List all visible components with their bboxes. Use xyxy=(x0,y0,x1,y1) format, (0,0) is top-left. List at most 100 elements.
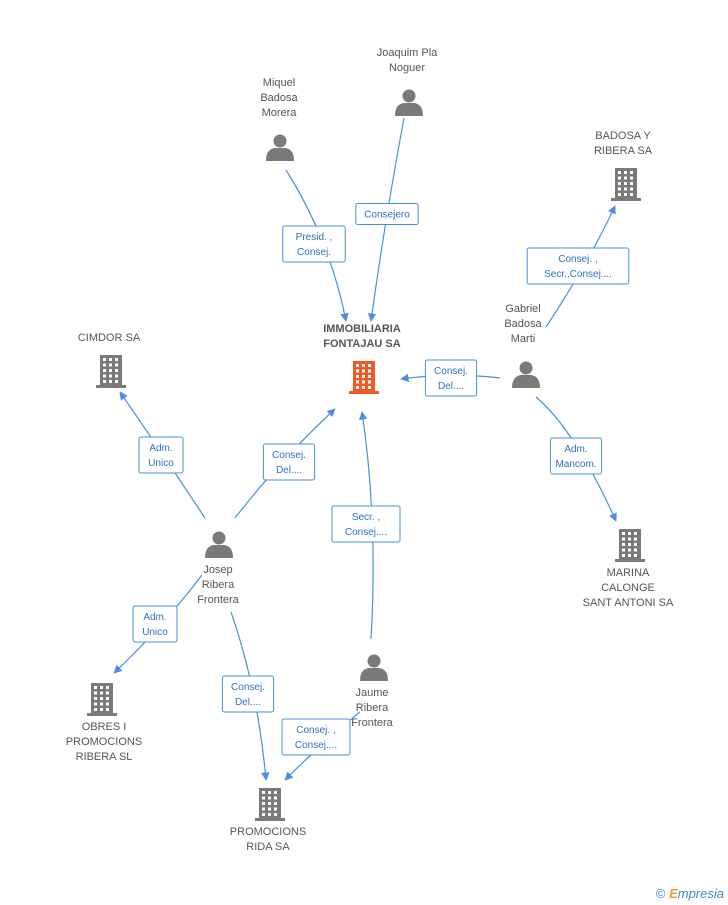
relation-label-box xyxy=(281,718,351,756)
node-immobiliaria[interactable]: IMMOBILIARIA FONTAJAU SA xyxy=(323,323,401,394)
relation-label[interactable]: Consej. Del.... xyxy=(424,359,478,397)
building-icon[interactable] xyxy=(96,355,126,388)
node-label: Frontera xyxy=(351,717,393,729)
node-obres[interactable]: OBRES I PROMOCIONS RIBERA SL xyxy=(66,683,142,763)
relation-label-text: Del.... xyxy=(235,697,261,708)
node-label: SANT ANTONI SA xyxy=(583,597,674,609)
relation-label[interactable]: Consejero xyxy=(355,203,419,225)
node-label: PROMOCIONS xyxy=(66,736,142,748)
relation-label-text: Consej. , xyxy=(296,725,335,736)
building-icon[interactable] xyxy=(87,683,117,716)
relation-label[interactable]: Consej. , Secr.,Consej.... xyxy=(526,247,630,285)
node-label: RIBERA SL xyxy=(76,751,133,763)
node-marina[interactable]: MARINA CALONGE SANT ANTONI SA xyxy=(583,529,674,609)
edge-josep-to-immobiliaria: Consej. Del.... xyxy=(234,408,336,519)
relation-label-text: Secr. , xyxy=(352,512,380,523)
relation-label[interactable]: Consej. , Consej.... xyxy=(281,718,351,756)
relation-label-text: Consej. , xyxy=(558,254,597,265)
edge-jaume-to-promocions_rida: Consej. , Consej.... xyxy=(281,711,361,781)
person-icon[interactable] xyxy=(360,654,388,682)
node-label: IMMOBILIARIA xyxy=(323,323,401,335)
relation-label[interactable]: Consej. Del.... xyxy=(262,443,316,481)
relation-label-box xyxy=(424,359,478,397)
person-icon[interactable] xyxy=(266,134,294,162)
relation-label-box xyxy=(526,247,630,285)
relation-label[interactable]: Secr. , Consej.... xyxy=(331,505,401,543)
building-icon[interactable] xyxy=(255,788,285,821)
brand-logo-initial: E xyxy=(669,886,678,901)
person-icon[interactable] xyxy=(205,531,233,559)
relation-label-box xyxy=(331,505,401,543)
person-icon[interactable] xyxy=(395,89,423,117)
node-label: Josep xyxy=(203,564,232,576)
node-label: RIDA SA xyxy=(246,841,290,853)
relation-label-box xyxy=(282,225,346,263)
node-label: Gabriel xyxy=(505,303,540,315)
node-label: RIBERA SA xyxy=(594,145,653,157)
node-label: Morera xyxy=(262,107,298,119)
relation-label-text: Consej. xyxy=(434,366,468,377)
edge-gabriel-to-badosa_ribera: Consej. , Secr.,Consej.... xyxy=(526,205,630,328)
building-icon[interactable] xyxy=(611,168,641,201)
edge-miquel-to-immobiliaria: Presid. ,Consej. xyxy=(282,169,349,322)
edge-jaume-to-immobiliaria: Secr. , Consej.... xyxy=(331,411,401,640)
node-cimdor[interactable]: CIMDOR SA xyxy=(78,332,141,388)
relation-label-text: Adm. xyxy=(149,443,172,454)
node-label: BADOSA Y xyxy=(595,130,651,142)
relation-label-text: Del.... xyxy=(438,381,464,392)
building-icon[interactable] xyxy=(615,529,645,562)
relation-label-box xyxy=(355,203,419,225)
relation-label-box xyxy=(221,675,275,713)
relation-label-text: Presid. , xyxy=(296,232,333,243)
relation-label-box xyxy=(262,443,316,481)
node-label: OBRES I xyxy=(82,721,127,733)
brand-logo-name: mpresia xyxy=(677,886,724,901)
node-label: CALONGE xyxy=(601,582,655,594)
edge-josep-to-promocions_rida: Consej. Del.... xyxy=(221,611,275,781)
node-promocions-rida[interactable]: PROMOCIONS RIDA SA xyxy=(230,788,306,853)
node-label: Ribera xyxy=(356,702,389,714)
node-label: Ribera xyxy=(202,579,235,591)
node-label: PROMOCIONS xyxy=(230,826,306,838)
relation-label-text: Unico xyxy=(142,627,168,638)
relation-label-text: Consej. xyxy=(272,450,306,461)
relation-label-box xyxy=(549,437,603,475)
relation-label-text: Del.... xyxy=(276,465,302,476)
node-label: MARINA xyxy=(607,567,650,579)
relation-label-text: Consej.... xyxy=(345,527,387,538)
footer-brand: © Empresia xyxy=(656,886,724,901)
relation-label-text: Consejero xyxy=(364,210,410,221)
relation-label[interactable]: Adm. Mancom. xyxy=(549,437,603,475)
relation-label-text: Mancom. xyxy=(555,459,596,470)
node-label: Joaquim Pla xyxy=(377,47,438,59)
node-label: Frontera xyxy=(197,594,239,606)
copyright-icon: © xyxy=(655,886,666,901)
relation-label-text: Adm. xyxy=(564,444,587,455)
node-label: Noguer xyxy=(389,62,425,74)
edge-josep-to-cimdor: Adm.Unico xyxy=(119,391,206,519)
relation-label[interactable]: Adm.Unico xyxy=(138,436,184,474)
node-label: Badosa xyxy=(260,92,298,104)
edge-gabriel-to-marina: Adm. Mancom. xyxy=(535,396,617,522)
relation-label[interactable]: Presid. ,Consej. xyxy=(282,225,346,263)
node-label: FONTAJAU SA xyxy=(323,338,400,350)
node-label: Badosa xyxy=(504,318,542,330)
person-icon[interactable] xyxy=(512,361,540,389)
relation-label[interactable]: Consej. Del.... xyxy=(221,675,275,713)
building-icon[interactable] xyxy=(349,361,379,394)
relation-label-text: Secr.,Consej.... xyxy=(544,269,612,280)
relation-label-box xyxy=(138,436,184,474)
node-label: Jaume xyxy=(355,687,388,699)
relation-label-text: Consej. xyxy=(231,682,265,693)
relation-label[interactable]: Adm.Unico xyxy=(132,605,178,643)
node-label: CIMDOR SA xyxy=(78,332,141,344)
node-badosa-ribera[interactable]: BADOSA Y RIBERA SA xyxy=(594,130,653,201)
relation-label-text: Consej.... xyxy=(295,740,337,751)
nodes-layer: IMMOBILIARIA FONTAJAU SA Joaquim PlaNoguer… xyxy=(66,47,674,853)
